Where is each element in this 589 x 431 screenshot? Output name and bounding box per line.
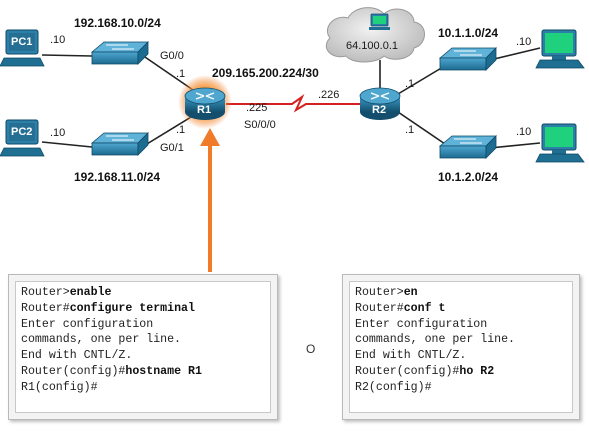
r2-gateway-label-top: .1 [405,78,415,90]
cli-line: Router>enable [21,286,112,299]
cli-line: R2(config)# [355,380,432,394]
interface-label-s0-0-0: S0/0/0 [244,119,276,131]
pc1-ip-label: .10 [50,34,66,46]
r1-cli-panel: Router>enable Router#configure terminal … [8,274,278,420]
cli-line: End with CNTL/Z. [21,349,133,363]
pc-icon [0,119,45,157]
r2-cli-panel: Router>en Router#conf t Enter configurat… [342,274,580,420]
interface-label-g0-0: G0/0 [160,50,184,62]
r1-label: R1 [197,104,212,116]
links [41,47,541,149]
cli-line: R1(config)# [21,380,98,394]
cli-line: commands, one per line. [21,333,182,347]
cli-line: Router#configure terminal [21,301,195,315]
link-r2-sw4 [397,111,449,147]
pc-icon [0,29,45,67]
or-separator: O [306,342,316,356]
r2-serial-ip-label: .226 [318,89,340,101]
link-sw3-pc3 [489,47,541,61]
pc1-label: PC1 [11,36,33,48]
switch-icon [90,132,149,156]
pc2-label: PC2 [11,126,33,138]
serial-link [226,94,364,113]
host-ip-label-bottom-right: .10 [516,126,532,138]
gateway-label-g0-1: .1 [176,124,186,136]
arrow-to-r1-cli [200,128,220,272]
cli-line: Enter configuration [21,317,154,331]
isp-ip-label: 64.100.0.1 [346,40,398,52]
router-icon [359,87,401,120]
pc-icon [535,123,585,163]
cli-line: commands, one per line. [355,333,516,347]
switch-icon [90,41,149,65]
interface-label-g0-1: G0/1 [160,142,184,154]
cloud-icon [325,7,425,63]
network-label-10-1-1: 10.1.1.0/24 [438,26,499,40]
cli-line: Router#conf t [355,301,446,315]
cli-line: Enter configuration [355,317,488,331]
switch-icon [438,47,497,71]
r2-cli-terminal: Router>en Router#conf t Enter configurat… [349,281,573,413]
network-label-192-168-11: 192.168.11.0/24 [74,170,161,184]
r2-gateway-label-bottom: .1 [405,124,415,136]
link-sw4-pc4 [489,142,541,149]
pc2-ip-label: .10 [50,127,66,139]
link-pc2-sw2 [41,141,93,148]
host-ip-label-top-right: .10 [516,36,532,48]
r1-serial-ip-label: .225 [246,102,268,114]
cli-line: End with CNTL/Z. [355,349,467,363]
r2-label: R2 [372,104,387,116]
gateway-label-g0-0: .1 [176,68,186,80]
cli-line: Router(config)#hostname R1 [21,364,202,378]
pc-icon [535,29,585,69]
switch-icon [438,135,497,159]
network-label-10-1-2: 10.1.2.0/24 [438,170,499,184]
router-icon [184,87,226,120]
link-pc1-sw1 [41,54,93,57]
r1-cli-terminal: Router>enable Router#configure terminal … [15,281,271,413]
network-label-wan: 209.165.200.224/30 [212,66,319,80]
cli-line: Router(config)#ho R2 [355,364,495,378]
network-label-192-168-10: 192.168.10.0/24 [74,16,161,30]
cli-line: Router>en [355,286,418,299]
